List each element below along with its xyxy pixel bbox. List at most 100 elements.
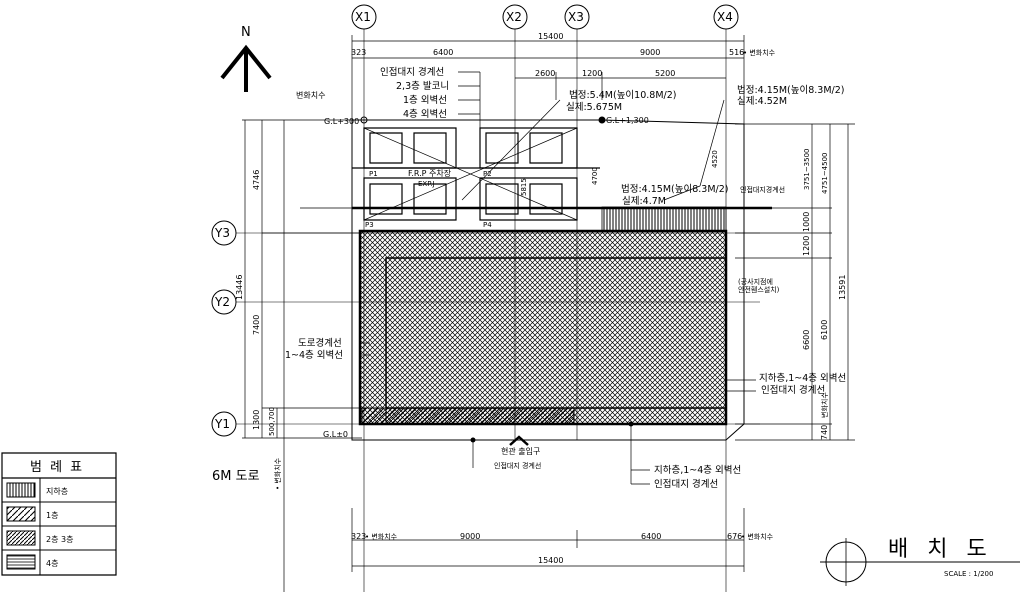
dim-bottom-a: 9000 <box>460 532 480 541</box>
grid-label-y3: Y3 <box>214 226 230 240</box>
dim-right-e: 6600 <box>802 330 811 350</box>
dim-right-f: 6100 <box>820 320 829 340</box>
first-floor-hatch-left <box>362 408 386 424</box>
parking-label-p3: P3 <box>365 221 374 229</box>
left-dimension-lines <box>242 120 362 438</box>
label-adj-boundary: 인접대지 경계선 <box>380 66 444 78</box>
entrance-label: 현관 출입구 <box>501 446 540 456</box>
basement-hatch-strip <box>602 207 726 231</box>
label-adj-right: 인접대지경계선 <box>740 185 785 194</box>
dim-bottom-right-setback: 676 <box>727 532 742 541</box>
label-bottom-adj-2: 인접대지 경계선 <box>654 478 718 490</box>
label-bottom-adj: 인접대지 경계선 <box>494 461 541 470</box>
dim-5815: 5815 <box>520 178 528 196</box>
legend-item-floor23: 2층 3층 <box>46 535 73 544</box>
dim-left-low2: 500,700 <box>268 407 276 436</box>
label-gl-300: G.L+300 <box>324 117 359 126</box>
legend-swatch-floor23 <box>7 531 35 545</box>
parking-stall-p3 <box>364 178 456 220</box>
dim-top-x1-x3: 6400 <box>433 48 453 57</box>
title-block <box>820 538 1020 586</box>
label-bf-outer: 지하층,1~4층 외벽선 <box>759 372 846 384</box>
legend-item-basement: 지하층 <box>46 486 68 496</box>
drawing-scale: SCALE : 1/200 <box>944 570 993 578</box>
dim-right-a: 3751~3500 <box>803 149 811 191</box>
parking-center-label-2: EXP.J <box>418 180 435 188</box>
dim-left-total: 13446 <box>235 275 244 300</box>
parking-label-p1: P1 <box>369 170 378 178</box>
dim-right-g-note: 변화치수 <box>820 392 829 418</box>
parking-area <box>352 128 600 220</box>
legend <box>2 453 116 575</box>
dim-bottom-left-setback: 323 <box>351 532 366 541</box>
legend-swatch-floor4 <box>7 555 35 569</box>
label-f1-outer: 1층 외벽선 <box>403 94 447 106</box>
dim-top-left-setback: 323 <box>351 48 366 57</box>
dim-top-total: 15400 <box>538 32 563 41</box>
label-law1a: 법정:5.4M(높이10.8M/2) <box>569 90 676 101</box>
dim-right-total: 13591 <box>838 275 847 300</box>
label-gl-1300: G.L+1,300 <box>606 116 649 125</box>
dim-left-mid: 7400 <box>252 315 261 335</box>
gl-marker-right <box>598 116 606 124</box>
label-f4-outer: 4층 외벽선 <box>403 108 447 120</box>
label-varying-left: 변화치수 <box>296 90 325 100</box>
legend-swatch-floor1 <box>7 507 35 521</box>
label-bottom-bf: 지하층,1~4층 외벽선 <box>654 464 741 476</box>
grid-label-x3: X3 <box>568 10 584 24</box>
gl-marker-left <box>361 117 367 123</box>
north-label: N <box>241 25 251 40</box>
dim-top-sub-3: 5200 <box>655 69 675 78</box>
dim-top-x3-x4: 9000 <box>640 48 660 57</box>
parking-stall-p4 <box>480 178 577 220</box>
label-outer-1-4: 1~4층 외벽선 <box>285 349 343 361</box>
north-arrow: N <box>222 25 270 92</box>
grid-label-y2: Y2 <box>214 295 230 309</box>
label-law3b: 실제:4.7M <box>622 196 666 207</box>
right-dimension-lines <box>735 124 855 440</box>
label-law1b: 실제:5.675M <box>566 102 622 113</box>
drawing-title: 배 치 도 <box>888 537 993 562</box>
dim-right-d: 1200 <box>802 236 811 256</box>
dim-bottom-b: 6400 <box>641 532 661 541</box>
label-gl-0: G.L±0 <box>323 430 348 439</box>
label-balcony: 2,3층 발코니 <box>396 81 449 92</box>
label-law2a: 법정:4.15M(높이8.3M/2) <box>737 85 844 96</box>
grid-x-bubbles <box>352 5 738 29</box>
leader-lines <box>360 72 756 484</box>
legend-title: 범 례 표 <box>30 460 84 475</box>
dim-top-right-setback: 516 <box>729 48 744 57</box>
grid-label-x4: X4 <box>717 10 733 24</box>
label-road: 6M 도로 <box>212 469 260 484</box>
dim-left-low: 1300 <box>252 410 261 430</box>
dim-right-g: 740 <box>820 425 829 440</box>
legend-item-floor4: 4층 <box>46 559 58 568</box>
label-adj-boundary-2: 인접대지 경계선 <box>761 384 825 396</box>
grid-label-x1: X1 <box>355 10 371 24</box>
entrance-arrow <box>510 437 528 445</box>
dim-bottom-left-note: • 변화치수 <box>365 532 398 541</box>
first-floor-hatch <box>386 408 574 424</box>
grid-label-x2: X2 <box>506 10 522 24</box>
dim-left-upper: 4746 <box>252 170 261 190</box>
dim-top-sub-1: 2600 <box>535 69 555 78</box>
dim-bottom-right-note: • 변화치수 <box>741 532 774 541</box>
label-law3a: 법정:4.15M(높이8.3M/2) <box>621 184 728 195</box>
dim-right-b: 4751~4500 <box>821 153 829 195</box>
parking-label-p4: P4 <box>483 221 492 229</box>
top-dimension-lines <box>352 35 744 130</box>
dim-top-right-note: • 변화치수 <box>743 48 776 57</box>
dim-right-c: 1000 <box>802 212 811 232</box>
grid-y-bubbles <box>212 221 236 436</box>
label-road-note: • 변화치수 <box>273 457 282 490</box>
label-law2b: 실제:4.52M <box>737 96 787 107</box>
parking-center-label: F.R.P 주차장 <box>408 168 452 178</box>
legend-swatch-basement <box>7 483 35 497</box>
dim-bottom-total: 15400 <box>538 556 563 565</box>
label-road-boundary: 도로경계선 <box>298 337 342 349</box>
dim-4700: 4700 <box>591 167 599 185</box>
grid-label-y1: Y1 <box>214 417 230 431</box>
dim-top-sub-2: 1200 <box>582 69 602 78</box>
